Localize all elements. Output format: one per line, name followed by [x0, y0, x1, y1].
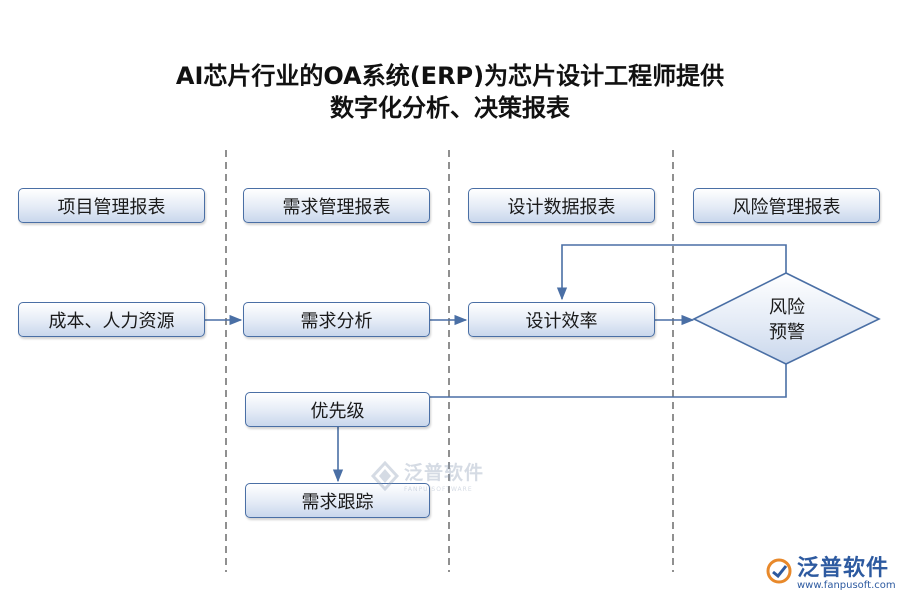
node-priority: 优先级: [245, 392, 430, 427]
header-risk-report: 风险管理报表: [693, 188, 880, 223]
corner-brand: 泛普软件: [797, 556, 890, 581]
diagram-title-line1: AI芯片行业的OA系统(ERP)为芯片设计工程师提供: [175, 62, 725, 90]
node-demand-tracking: 需求跟踪: [245, 483, 430, 518]
line-risk-to-priority: [430, 364, 787, 398]
header-demand-report: 需求管理报表: [243, 188, 430, 223]
fanpu-logo-icon: [370, 460, 400, 491]
risk-warning-label: 风险 预警: [737, 295, 837, 345]
node-design-efficiency: 设计效率: [468, 302, 655, 337]
watermark-corner: 泛普软件 www.fanpusoft.com: [765, 550, 896, 591]
corner-url: www.fanpusoft.com: [797, 580, 896, 591]
arrow-risk-feedback-to-efficiency: [556, 244, 787, 301]
risk-warning-label-line2: 预警: [769, 322, 805, 343]
header-project-report: 项目管理报表: [18, 188, 205, 223]
risk-warning-diamond: [692, 272, 881, 365]
risk-warning-label-line1: 风险: [769, 297, 805, 318]
watermark-sub: FANPU SOFTWARE: [404, 486, 473, 493]
node-cost-resources: 成本、人力资源: [18, 302, 205, 337]
watermark-brand: 泛普软件: [404, 462, 485, 484]
diagram-title-line2: 数字化分析、决策报表: [330, 94, 570, 122]
header-design-report: 设计数据报表: [468, 188, 655, 223]
watermark-center: 泛普软件 FANPU SOFTWARE: [370, 458, 484, 493]
fanpu-logo-icon: [766, 558, 792, 583]
node-demand-analysis: 需求分析: [243, 302, 430, 337]
